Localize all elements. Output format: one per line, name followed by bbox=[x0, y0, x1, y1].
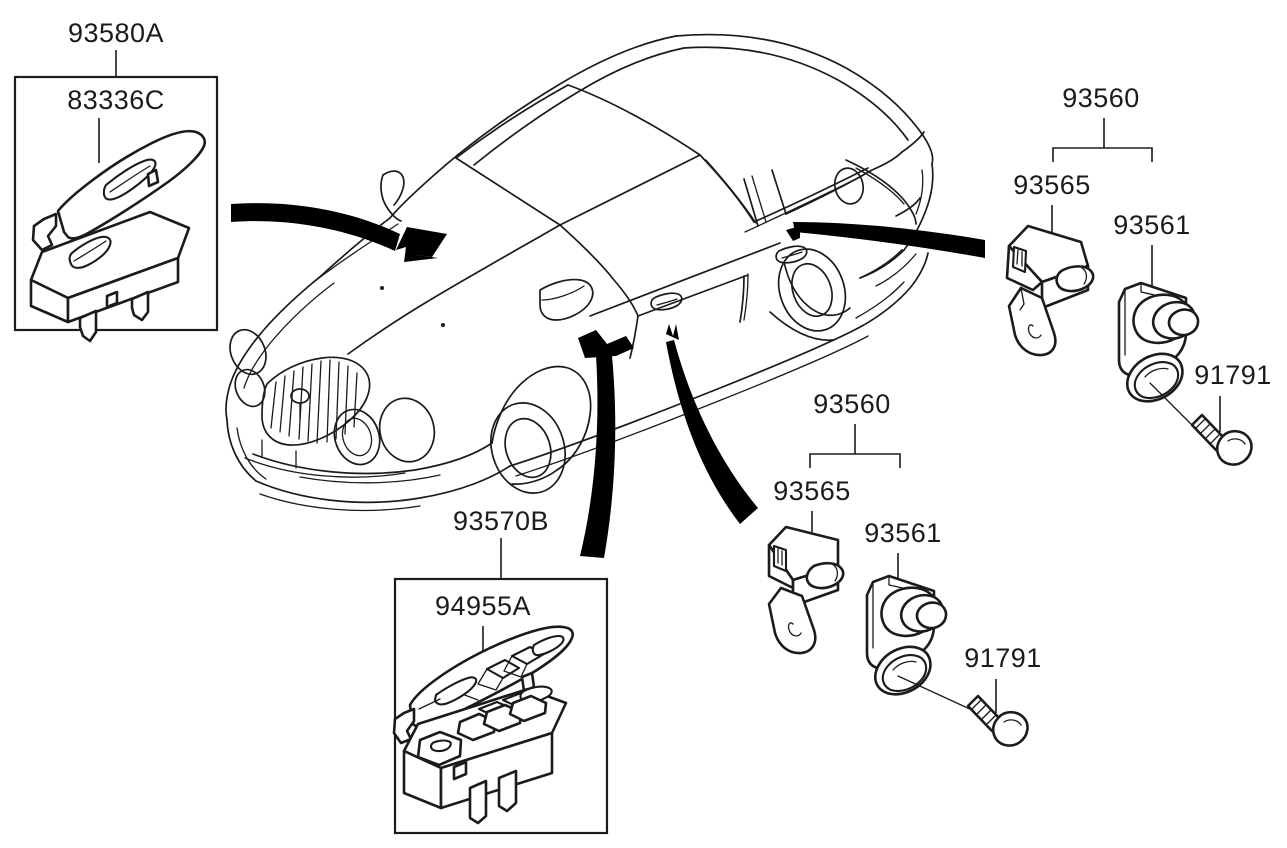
part-91791-lower bbox=[897, 675, 1029, 747]
label-93560-lower: 93560 bbox=[813, 389, 891, 419]
group-upper-right bbox=[1005, 118, 1253, 466]
part-93565-upper bbox=[1005, 224, 1095, 357]
label-93560-upper: 93560 bbox=[1062, 83, 1140, 113]
box-93580a bbox=[13, 50, 219, 343]
part-83336c-bezel bbox=[31, 129, 207, 252]
part-93561-lower bbox=[865, 574, 948, 696]
part-93561-upper bbox=[1117, 281, 1200, 403]
part-93565-lower bbox=[767, 525, 845, 655]
label-93570b: 93570B bbox=[452, 506, 550, 536]
arrow-to-master-switch bbox=[578, 330, 634, 558]
part-94955a-bezel bbox=[392, 625, 575, 745]
arrow-to-rear-switch bbox=[231, 203, 447, 262]
label-91791-upper: 91791 bbox=[1194, 360, 1272, 390]
leader-arrows bbox=[231, 203, 985, 558]
label-93580a: 93580A bbox=[67, 18, 165, 48]
group-lower-right bbox=[767, 424, 1029, 747]
part-91791-upper bbox=[1149, 382, 1253, 466]
label-93561-lower: 93561 bbox=[864, 518, 942, 548]
arrow-to-rear-door-lock bbox=[786, 222, 985, 258]
car-illustration bbox=[225, 33, 934, 512]
label-83336c: 83336C bbox=[67, 85, 165, 115]
arrow-to-front-door-lock bbox=[666, 324, 758, 524]
label-93565-lower: 93565 bbox=[773, 476, 851, 506]
part-83336c-body bbox=[29, 210, 191, 343]
part-94955a-body bbox=[402, 685, 568, 825]
box-93570b bbox=[392, 538, 609, 835]
label-94955a: 94955A bbox=[434, 591, 532, 621]
label-93565-upper: 93565 bbox=[1013, 170, 1091, 200]
label-93561-upper: 93561 bbox=[1113, 210, 1191, 240]
label-91791-lower: 91791 bbox=[964, 643, 1042, 673]
